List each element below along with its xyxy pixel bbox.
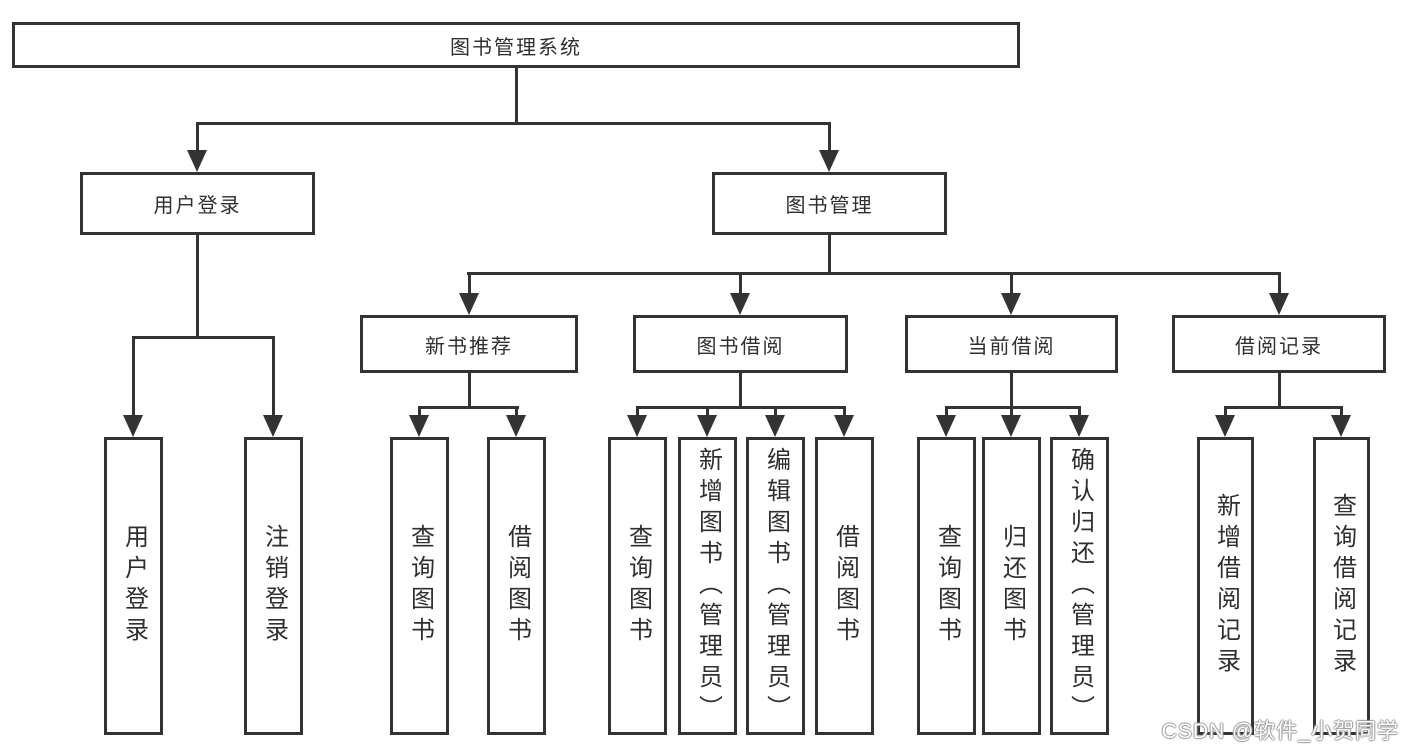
- connector-borrowing-stem: [739, 373, 742, 409]
- node-label: 图书借阅: [696, 335, 785, 358]
- connector-drop-book-management: [828, 122, 831, 152]
- arrowhead: [409, 415, 429, 437]
- connector-drop: [1340, 406, 1343, 417]
- connector-root-stem: [515, 67, 518, 124]
- connector-bookmgmt-cross: [467, 272, 1281, 275]
- leaf-label: 注销登录: [260, 524, 288, 648]
- arrowhead: [1069, 415, 1089, 437]
- connector-records-stem: [1278, 373, 1281, 409]
- node-label: 借阅记录: [1235, 335, 1323, 358]
- node-label: 图书管理系统: [450, 36, 582, 59]
- leaf-logout: 注销登录: [244, 437, 303, 735]
- leaf-label: 用户登录: [120, 524, 148, 648]
- connector-drop: [945, 406, 948, 417]
- arrowhead: [627, 415, 647, 437]
- leaf-label: 编辑图书（管理员）: [762, 446, 790, 726]
- leaf-query-borrow-record: 查询借阅记录: [1313, 437, 1370, 735]
- arrowhead-user-login: [187, 150, 207, 172]
- arrowhead: [1215, 415, 1235, 437]
- leaf-label: 借阅图书: [503, 524, 531, 648]
- leaf-label: 查询借阅记录: [1328, 493, 1356, 679]
- connector-root-cross: [196, 122, 831, 125]
- leaf-add-book-admin: 新增图书（管理员）: [678, 437, 737, 735]
- connector-userlogin-cross: [132, 336, 275, 339]
- arrowhead-logout-leaf: [263, 415, 283, 437]
- node-book-management: 图书管理: [712, 172, 947, 235]
- connector-drop: [418, 406, 421, 417]
- connector-userlogin-stem: [196, 235, 199, 339]
- leaf-borrow-books-recommend: 借阅图书: [487, 437, 546, 735]
- leaf-add-borrow-record: 新增借阅记录: [1197, 437, 1254, 735]
- arrowhead: [506, 415, 526, 437]
- arrowhead: [834, 415, 854, 437]
- arrowhead-borrowing-records: [1269, 293, 1289, 315]
- connector-bookmgmt-stem: [828, 235, 831, 275]
- connector-drop: [774, 406, 777, 417]
- connector-drop-login-leaf: [132, 336, 135, 417]
- arrowhead-new-books: [459, 293, 479, 315]
- leaf-query-books-recommend: 查询图书: [390, 437, 449, 735]
- arrowhead-login-leaf: [123, 415, 143, 437]
- arrowhead-book-management: [819, 150, 839, 172]
- node-book-borrowing: 图书借阅: [633, 315, 848, 373]
- node-label: 图书管理: [785, 195, 874, 217]
- connector-recommend-stem: [468, 373, 471, 409]
- node-label: 当前借阅: [967, 335, 1056, 358]
- connector-drop: [1078, 406, 1081, 417]
- leaf-label: 新增借阅记录: [1212, 493, 1240, 679]
- connector-drop: [636, 406, 639, 417]
- connector-drop: [706, 406, 709, 417]
- connector-drop-logout-leaf: [272, 336, 275, 417]
- arrowhead-current-borrowing: [1001, 293, 1021, 315]
- connector-current-stem: [1010, 373, 1013, 409]
- node-new-book-recommend: 新书推荐: [360, 315, 578, 373]
- connector-drop-borrowing-records: [1278, 272, 1281, 295]
- leaf-edit-book-admin: 编辑图书（管理员）: [746, 437, 805, 735]
- leaf-user-login: 用户登录: [104, 437, 163, 735]
- connector-drop-new-books: [468, 272, 471, 295]
- leaf-label: 查询图书: [624, 524, 652, 648]
- connector-current-cross: [945, 406, 1081, 409]
- connector-drop: [1010, 406, 1013, 417]
- node-label: 新书推荐: [425, 335, 513, 358]
- arrowhead-book-borrowing: [730, 293, 750, 315]
- arrowhead: [697, 415, 717, 437]
- node-borrowing-records: 借阅记录: [1172, 315, 1386, 373]
- leaf-borrow-books: 借阅图书: [815, 437, 874, 735]
- leaf-return-books: 归还图书: [982, 437, 1041, 735]
- connector-drop: [843, 406, 846, 417]
- leaf-label: 查询图书: [406, 524, 434, 648]
- leaf-label: 确认归还（管理员）: [1066, 446, 1094, 726]
- arrowhead: [765, 415, 785, 437]
- leaf-label: 新增图书（管理员）: [694, 446, 722, 726]
- arrowhead: [1331, 415, 1351, 437]
- connector-records-cross: [1224, 406, 1343, 409]
- node-label: 用户登录: [153, 195, 242, 217]
- connector-drop-user-login: [196, 122, 199, 152]
- arrowhead: [1001, 415, 1021, 437]
- connector-recommend-cross: [418, 406, 519, 409]
- csdn-watermark: CSDN @软件_小贺同学: [1161, 720, 1399, 743]
- connector-drop: [1224, 406, 1227, 417]
- leaf-query-books-current: 查询图书: [917, 437, 976, 735]
- node-user-login: 用户登录: [80, 172, 315, 235]
- connector-borrowing-cross: [636, 406, 845, 409]
- leaf-label: 查询图书: [933, 524, 961, 648]
- leaf-label: 归还图书: [998, 524, 1026, 648]
- leaf-query-books-borrowing: 查询图书: [608, 437, 667, 735]
- arrowhead: [936, 415, 956, 437]
- leaf-confirm-return-admin: 确认归还（管理员）: [1050, 437, 1109, 735]
- connector-drop-book-borrowing: [739, 272, 742, 295]
- connector-drop-current-borrowing: [1010, 272, 1013, 295]
- node-current-borrowing: 当前借阅: [905, 315, 1118, 373]
- connector-drop: [515, 406, 518, 417]
- leaf-label: 借阅图书: [831, 524, 859, 648]
- node-root: 图书管理系统: [12, 22, 1020, 68]
